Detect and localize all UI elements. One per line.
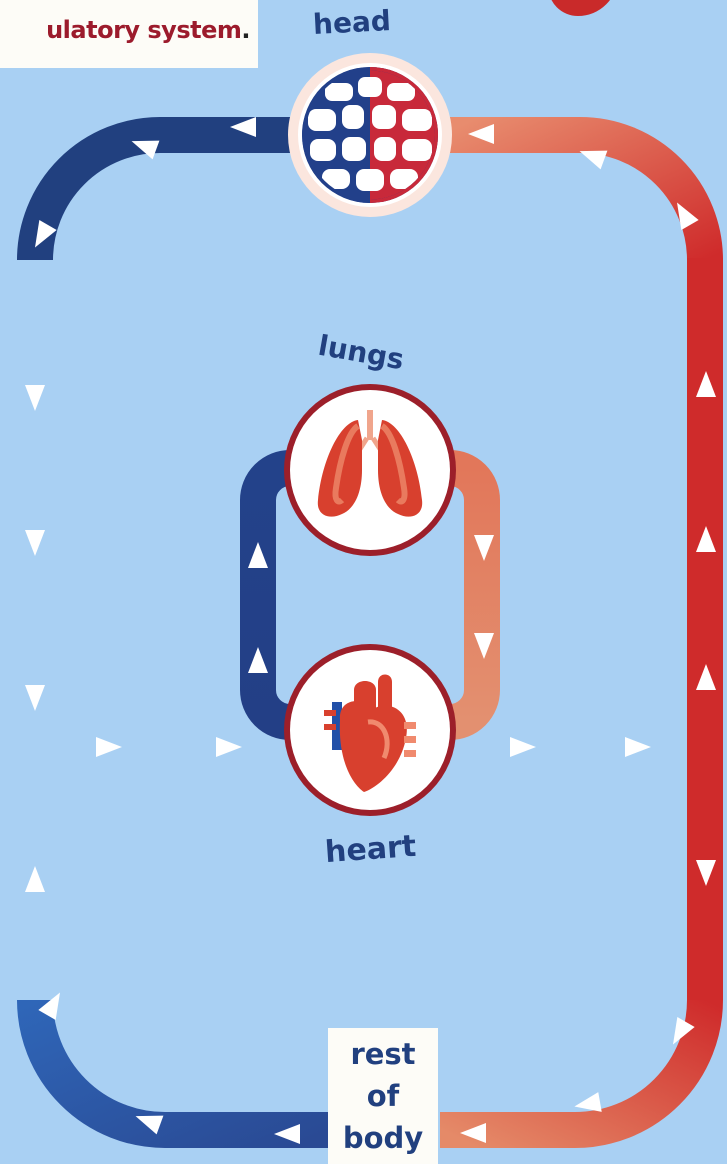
- heart-label: heart: [324, 829, 417, 870]
- body-label-line2: of: [367, 1075, 400, 1117]
- head-label: head: [312, 4, 391, 41]
- heart-node: [284, 644, 456, 816]
- head-node: [288, 53, 452, 217]
- vessels: [35, 135, 705, 1130]
- vessel-head-to-left: [35, 135, 300, 260]
- body-label-line3: body: [343, 1117, 423, 1159]
- flow-arrows: [25, 117, 716, 1144]
- rest-of-body-box: rest of body: [328, 1028, 438, 1164]
- lungs-node: [284, 384, 456, 556]
- title-dot: .: [241, 16, 250, 44]
- title-box: ulatory system.: [0, 0, 258, 68]
- page-title: ulatory system.: [0, 16, 250, 44]
- vessel-head-to-right: [440, 135, 705, 260]
- vessel-bottom-left: [35, 1000, 335, 1130]
- title-text: ulatory system: [46, 16, 241, 44]
- vessel-bottom-right: [440, 1000, 705, 1130]
- brain-cells-icon: [302, 67, 438, 203]
- body-label-line1: rest: [350, 1033, 415, 1075]
